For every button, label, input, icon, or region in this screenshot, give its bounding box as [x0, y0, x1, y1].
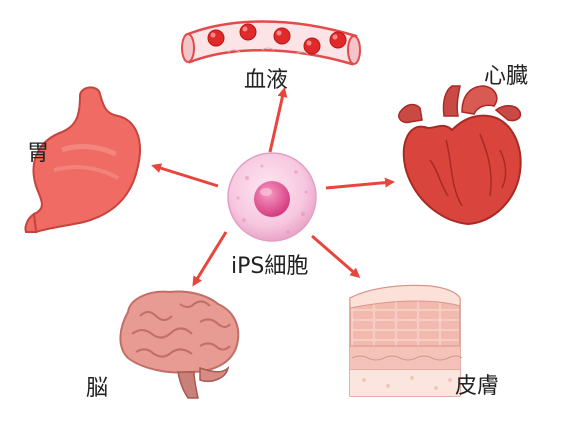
- heart-label: 心臓: [484, 64, 529, 89]
- brain-label: 脳: [86, 376, 109, 401]
- blood-label: 血液: [244, 68, 289, 93]
- stomach-label: 胃: [27, 141, 50, 166]
- arrow-to-blood: [268, 87, 288, 153]
- arrow-to-skin: [311, 234, 361, 278]
- skin-label: 皮膚: [455, 374, 500, 399]
- arrow-to-heart: [325, 177, 395, 190]
- ips-cell-icon: [227, 152, 317, 242]
- heart-icon: [398, 85, 522, 226]
- stomach-icon: [24, 86, 141, 234]
- skin-layers-icon: [349, 284, 463, 397]
- arrow-to-stomach: [151, 163, 219, 188]
- blood-vessel-icon: [181, 20, 361, 66]
- arrow-to-brain: [192, 231, 228, 287]
- arrows: [151, 87, 395, 287]
- center-label: iPS細胞: [231, 254, 309, 279]
- brain-icon: [119, 290, 240, 399]
